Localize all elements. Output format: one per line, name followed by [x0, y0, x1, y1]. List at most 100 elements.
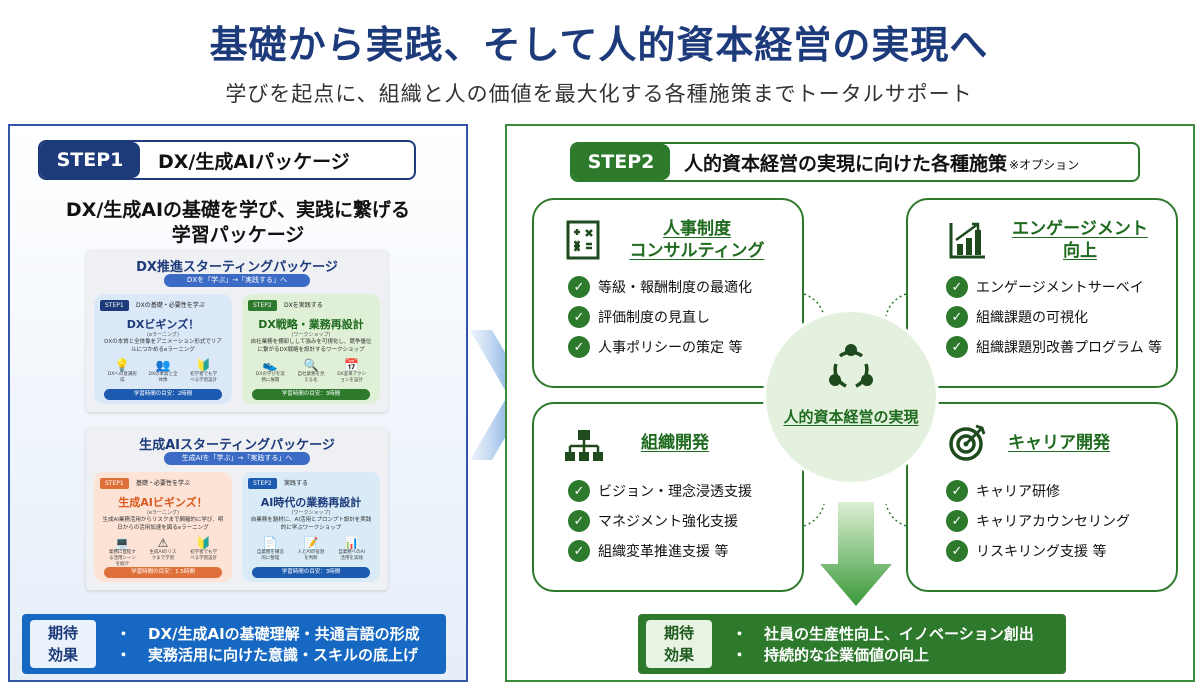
chart-icon: 📊自業務へのAI活用を実践: [338, 536, 366, 561]
card-description: 生成AI業務活用からリスクまで網羅的に学び、明日からの活用加速を図るeラーニング: [102, 517, 224, 531]
check-icon: ✓: [568, 306, 590, 328]
card-step-label: 基礎・必要性を学ぶ: [136, 480, 191, 487]
effect-list: ・DX/生成AIの基礎理解・共通言語の形成 ・実務活用に向けた意識・スキルの底上…: [116, 624, 420, 666]
effect-badge: 期待 効果: [30, 620, 96, 668]
connector-lines: [803, 293, 907, 527]
card-step-badge: STEP1: [100, 478, 129, 489]
card-icons: 📄自業務を構造的に整理 📝人とAIの役割を判断 📊自業務へのAI活用を実践: [250, 536, 372, 562]
step1-heading-line2: 学習パッケージ: [171, 224, 305, 246]
list-item: ✓リスキリング支援 等: [946, 536, 1130, 566]
card-time-bar: 学習時間の目安：2時間: [104, 389, 222, 400]
lightbulb-icon: 💡DXへの意識形成: [107, 358, 137, 383]
page-title: 基礎から実践、そして人的資本経営の実現へ: [209, 23, 989, 67]
package-card: STEP2 DXを実践する DX戦略・業務再設計 (ワークショップ) 自社業務を…: [242, 294, 380, 404]
center-goal: 人的資本経営の実現: [766, 312, 936, 482]
card-step-label: DXを実践する: [284, 302, 323, 309]
effect-item: ・DX/生成AIの基礎理解・共通言語の形成: [116, 625, 420, 643]
check-icon: ✓: [946, 276, 968, 298]
down-arrow-icon: [820, 502, 892, 606]
check-icon: ✓: [568, 276, 590, 298]
organization-development-card: 組織開発 ✓ビジョン・理念浸透支援 ✓マネジメント強化支援 ✓組織変革推進支援 …: [532, 402, 804, 592]
step2-tab: STEP2 人的資本経営の実現に向けた各種施策※オプション: [570, 142, 1140, 182]
card-subtitle: (eラーニング): [147, 332, 179, 338]
quadrant-list: ✓キャリア研修 ✓キャリアカウンセリング ✓リスキリング支援 等: [946, 476, 1130, 566]
check-icon: ✓: [568, 510, 590, 532]
list-item: ✓エンゲージメントサーベイ: [946, 272, 1162, 302]
effect-item: ・実務活用に向けた意識・スキルの底上げ: [116, 646, 419, 664]
card-title: AI時代の業務再設計: [260, 496, 362, 509]
card-title: DX戦略・業務再設計: [258, 318, 364, 331]
quadrant-list: ✓ビジョン・理念浸透支援 ✓マネジメント強化支援 ✓組織変革推進支援 等: [568, 476, 752, 566]
list-item: ✓人事ポリシーの策定 等: [568, 332, 752, 362]
card-icons: 👟DXの学びを実務に展開 🔍自社業務を見える化 📅DX変革アクションを設計: [250, 358, 372, 384]
org-chart-icon: [565, 430, 603, 461]
quadrant-list: ✓エンゲージメントサーベイ ✓組織課題の可視化 ✓組織課題別改善プログラム 等: [946, 272, 1162, 362]
package-card: STEP1 基礎・必要性を学ぶ 生成AIビギンズ！ (eラーニング) 生成AI業…: [94, 472, 232, 582]
card-step-badge: STEP2: [248, 300, 277, 311]
check-icon: ✓: [946, 510, 968, 532]
effect-item: ・持続的な企業価値の向上: [732, 646, 930, 664]
people-icon: 👥DXの本質と全体像: [148, 358, 178, 383]
quadrant-title: キャリア開発: [1008, 433, 1110, 453]
card-icons: 💻業務に直結する活用シーンを紹介 ⚠生成AIのリスクまで学習 🔰初学者でも学べる…: [102, 536, 224, 568]
step2-expected-effects: 期待 効果 ・社員の生産性向上、イノベーション創出 ・持続的な企業価値の向上: [638, 614, 1066, 674]
list-item: ✓キャリア研修: [946, 476, 1130, 506]
card-time-bar: 学習時間の目安：1.5時間: [104, 567, 222, 578]
magnifier-icon: 🔍自社業務を見える化: [297, 358, 325, 383]
list-item: ✓組織課題別改善プログラム 等: [946, 332, 1162, 362]
effect-badge: 期待 効果: [646, 620, 712, 668]
dx-package: DX推進スターティングパッケージ DXを「学ぶ」→「実践する」へ STEP1 D…: [86, 250, 388, 412]
step1-expected-effects: 期待 効果 ・DX/生成AIの基礎理解・共通言語の形成 ・実務活用に向けた意識・…: [22, 614, 446, 674]
card-step-badge: STEP2: [248, 478, 277, 489]
card-subtitle: (ワークショップ): [291, 510, 331, 516]
list-item: ✓評価制度の見直し: [568, 302, 752, 332]
center-goal-label: 人的資本経営の実現: [783, 408, 919, 426]
package-card: STEP2 実践する AI時代の業務再設計 (ワークショップ) 自業務を題材に、…: [242, 472, 380, 582]
warning-icon: ⚠生成AIのリスクまで学習: [149, 536, 177, 561]
list-item: ✓ビジョン・理念浸透支援: [568, 476, 752, 506]
card-time-bar: 学習時間の目安：3時間: [252, 389, 370, 400]
check-icon: ✓: [946, 540, 968, 562]
check-icon: ✓: [568, 540, 590, 562]
package-title: DX推進スターティングパッケージ: [136, 260, 338, 275]
card-description: DXの本質と全体像をアニメーション形式でリアルにつかめるeラーニング: [104, 339, 222, 353]
card-title: 生成AIビギンズ！: [118, 496, 208, 509]
package-pill: DXを「学ぶ」→「実践する」へ: [164, 274, 310, 287]
card-description: 自社業務を棚卸しして強みを可視化し、競争優位に繋がるDX戦略を設計するワークショ…: [250, 339, 372, 353]
list-item: ✓マネジメント強化支援: [568, 506, 752, 536]
document-search-icon: 📄自業務を構造的に整理: [256, 536, 284, 561]
effect-item: ・社員の生産性向上、イノベーション創出: [732, 625, 1034, 643]
quadrant-title: 人事制度 コンサルティング: [629, 219, 765, 261]
genai-package: 生成AIスターティングパッケージ 生成AIを「学ぶ」→「実践する」へ STEP1…: [86, 428, 388, 590]
engagement-card: エンゲージメント 向上 ✓エンゲージメントサーベイ ✓組織課題の可視化 ✓組織課…: [906, 198, 1178, 388]
calendar-icon: 📅DX変革アクションを設計: [337, 358, 367, 383]
card-step-label: 実践する: [284, 480, 309, 487]
step1-heading: DX/生成AIの基礎を学び、実践に繋げる 学習パッケージ: [8, 198, 468, 248]
step1-tab: STEP1 DX/生成AIパッケージ: [38, 140, 416, 180]
check-icon: ✓: [568, 480, 590, 502]
card-time-bar: 学習時間の目安：3時間: [252, 567, 370, 578]
card-step-badge: STEP1: [100, 300, 129, 311]
step1-number: STEP1: [40, 142, 140, 178]
check-icon: ✓: [946, 480, 968, 502]
list-item: ✓等級・報酬制度の最適化: [568, 272, 752, 302]
effect-list: ・社員の生産性向上、イノベーション創出 ・持続的な企業価値の向上: [732, 624, 1034, 666]
hr-system-consulting-card: 人事制度 コンサルティング ✓等級・報酬制度の最適化 ✓評価制度の見直し ✓人事…: [532, 198, 804, 388]
step2-name: 人的資本経営の実現に向けた各種施策※オプション: [684, 152, 1080, 175]
cycle-network-icon: [829, 344, 873, 388]
quadrant-list: ✓等級・報酬制度の最適化 ✓評価制度の見直し ✓人事ポリシーの策定 等: [568, 272, 752, 362]
list-item: ✓組織課題の可視化: [946, 302, 1162, 332]
package-pill: 生成AIを「学ぶ」→「実践する」へ: [164, 452, 310, 465]
bar-chart-icon: [949, 222, 985, 259]
edit-icon: 📝人とAIの役割を判断: [297, 536, 325, 561]
card-subtitle: (eラーニング): [147, 510, 179, 516]
option-note: ※オプション: [1009, 157, 1080, 172]
card-step-label: DXの基礎・必要性を学ぶ: [136, 302, 205, 309]
shoe-icon: 👟DXの学びを実務に展開: [255, 358, 285, 383]
check-icon: ✓: [946, 306, 968, 328]
card-title: DXビギンズ！: [126, 318, 200, 331]
check-icon: ✓: [946, 336, 968, 358]
step1-name: DX/生成AIパッケージ: [158, 150, 350, 173]
list-item: ✓組織変革推進支援 等: [568, 536, 752, 566]
step2-number: STEP2: [572, 144, 670, 180]
